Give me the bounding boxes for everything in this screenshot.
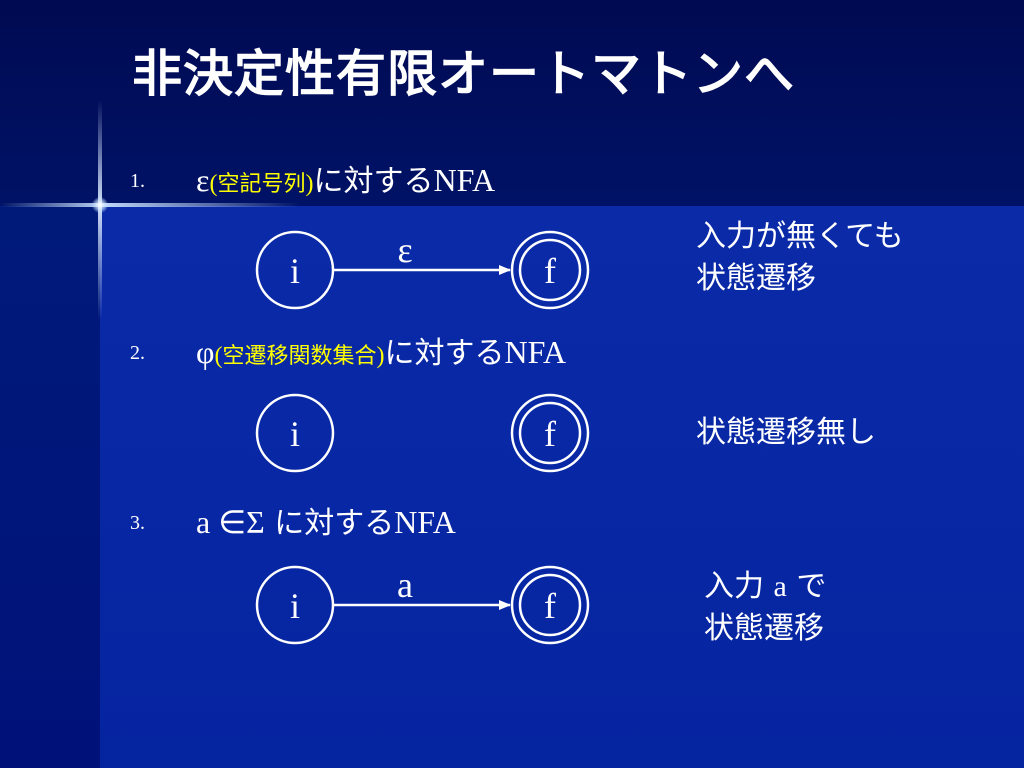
paren-close: )	[376, 343, 385, 369]
item-heading: ε(空記号列)に対するNFA	[196, 156, 495, 200]
final-state-inner	[518, 401, 582, 465]
item-note: 入力 a で 状態遷移	[704, 566, 826, 650]
paren-open: (	[209, 171, 218, 197]
final-state-outer	[510, 393, 590, 473]
light-flare-horizontal	[0, 203, 300, 207]
paren-open: (	[214, 343, 223, 369]
item-symbol: ε	[196, 162, 210, 198]
left-margin-band	[0, 206, 100, 768]
item-number: 2.	[130, 342, 145, 364]
item-heading: a ∈Σ に対するNFA	[196, 498, 456, 542]
item-suffix-en: NFA	[433, 162, 496, 198]
final-state-label: f	[544, 586, 556, 626]
note-text: 入力	[704, 569, 774, 604]
final-state-inner	[518, 573, 582, 637]
item-suffix-en: NFA	[394, 504, 456, 540]
note-line: 状態遷移	[704, 611, 824, 646]
final-state-label: f	[544, 414, 556, 454]
item-symbol: a ∈Σ	[196, 504, 265, 540]
start-state-label: i	[290, 251, 300, 291]
note-line: 状態遷移無し	[696, 415, 876, 450]
item-note: 入力が無くても 状態遷移	[696, 216, 904, 300]
item-heading: φ(空遷移関数集合)に対するNFA	[196, 328, 566, 372]
header-band	[0, 0, 1024, 206]
start-state	[255, 393, 335, 473]
item-symbol: φ	[196, 334, 215, 370]
transition-label: a	[397, 565, 413, 605]
final-state-inner	[518, 238, 582, 302]
final-state-outer	[510, 565, 590, 645]
paren-text: 空遷移関数集合	[222, 344, 377, 369]
note-line: 入力 a で	[704, 566, 826, 608]
slide-title: 非決定性有限オートマトンへ	[132, 45, 795, 103]
item-suffix-jp: に対する	[264, 506, 395, 541]
note-line: 入力が無くても	[696, 219, 904, 254]
start-state-label: i	[290, 414, 300, 454]
item-note: 状態遷移無し	[696, 412, 876, 454]
item-number: 3.	[130, 512, 145, 534]
content-panel	[100, 206, 1024, 768]
final-state-label: f	[544, 251, 556, 291]
nfa-diagram-symbol: i f a	[255, 565, 590, 645]
paren-text: 空記号列	[217, 172, 306, 197]
final-state-outer	[510, 230, 590, 310]
item-number: 1.	[130, 170, 145, 192]
item-suffix-en: NFA	[504, 334, 567, 370]
start-state-label: i	[290, 586, 300, 626]
item-suffix-jp: に対する	[313, 164, 434, 199]
light-flare-center	[92, 197, 108, 213]
nfa-diagram-epsilon: i f ε	[255, 230, 590, 310]
transition-label: ε	[397, 230, 412, 270]
note-symbol: a	[773, 570, 787, 603]
nfa-diagram-empty: i f	[255, 393, 590, 473]
note-line: 状態遷移	[696, 261, 816, 296]
item-suffix-jp: に対する	[384, 336, 505, 371]
paren-close: )	[305, 171, 314, 197]
note-text: で	[786, 569, 827, 604]
